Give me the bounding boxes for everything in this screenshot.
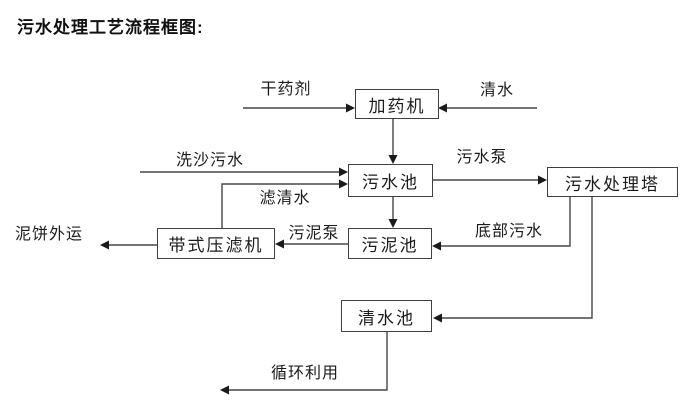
arrow-bottom-sewage-to-sludge-pool — [440, 197, 571, 247]
edge-label-bottom-sewage: 底部污水 — [474, 223, 544, 240]
arrowhead-dosing-to-sewage-pool — [388, 155, 398, 164]
edge-label-filtered-water: 滤清水 — [259, 190, 311, 207]
edge-label-mud-cake-out: 泥饼外运 — [14, 226, 84, 243]
arrow-filtered-water-to-sewage-pool — [221, 183, 341, 228]
edge-label-sand-wash-sewage: 洗沙污水 — [175, 152, 245, 169]
arrowhead-sewage-to-sludge — [388, 219, 398, 228]
arrowhead-dry-chemical — [346, 103, 355, 113]
arrowhead-bottom-sewage — [432, 241, 441, 251]
edge-label-sludge-pump: 污泥泵 — [288, 225, 340, 242]
node-sewage-treatment-tower: 污水处理塔 — [547, 167, 678, 197]
edge-label-clean-water: 清水 — [479, 82, 515, 99]
node-sludge-pool: 污泥池 — [348, 228, 432, 259]
arrowhead-sand-wash — [339, 167, 348, 177]
node-belt-filter-press: 带式压滤机 — [157, 228, 275, 259]
node-dosing-machine: 加药机 — [355, 89, 439, 119]
arrowhead-sewage-pump — [538, 175, 547, 185]
node-clean-water-pool: 清水池 — [341, 300, 432, 332]
arrowhead-recycle-use — [220, 385, 229, 395]
arrowhead-filtered-water — [339, 179, 348, 189]
edge-label-sewage-pump: 污水泵 — [456, 149, 508, 166]
arrow-tower-to-clean-pool — [441, 197, 593, 319]
node-sewage-pool: 污水池 — [348, 164, 433, 197]
page-title: 污水处理工艺流程框图: — [17, 18, 204, 37]
arrowhead-tower-to-clean-pool — [433, 313, 442, 323]
edge-label-recycle-use: 循环利用 — [270, 365, 340, 382]
arrowhead-mud-cake-out — [100, 240, 109, 250]
edge-label-dry-chemical: 干药剂 — [260, 81, 312, 98]
arrowhead-sludge-pump — [275, 239, 284, 249]
arrow-recycle-use — [228, 332, 388, 391]
arrowhead-clean-water — [438, 103, 447, 113]
